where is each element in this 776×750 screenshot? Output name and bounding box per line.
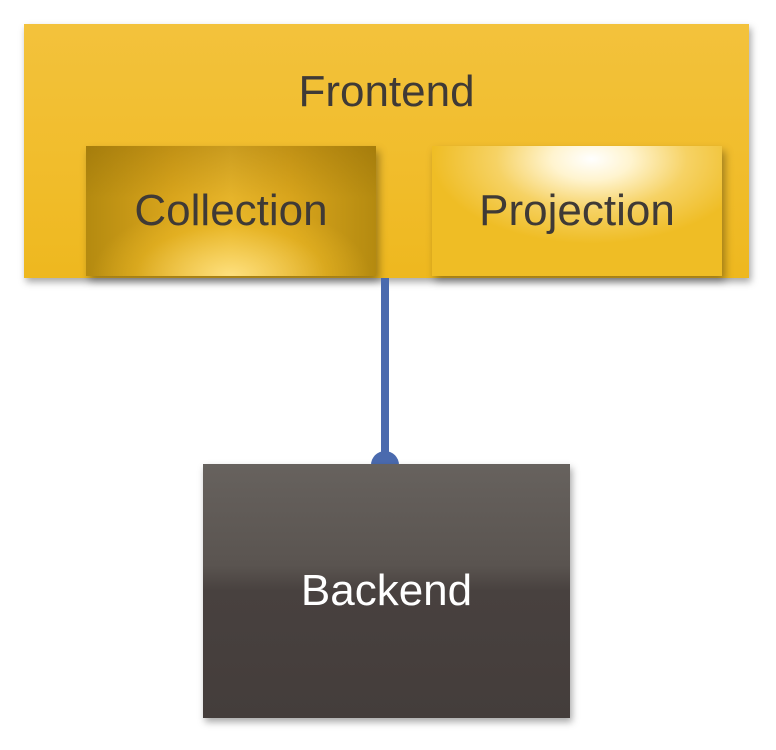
- collection-module: Collection: [86, 146, 376, 276]
- projection-label: Projection: [479, 186, 675, 235]
- backend-label: Backend: [300, 566, 473, 615]
- projection-module: Projection: [432, 146, 722, 276]
- connector-line: [381, 278, 389, 464]
- frontend-container: Frontend Collection Projection: [24, 24, 749, 278]
- collection-label: Collection: [134, 186, 328, 235]
- frontend-title: Frontend: [298, 67, 475, 116]
- backend-box: Backend: [203, 464, 570, 718]
